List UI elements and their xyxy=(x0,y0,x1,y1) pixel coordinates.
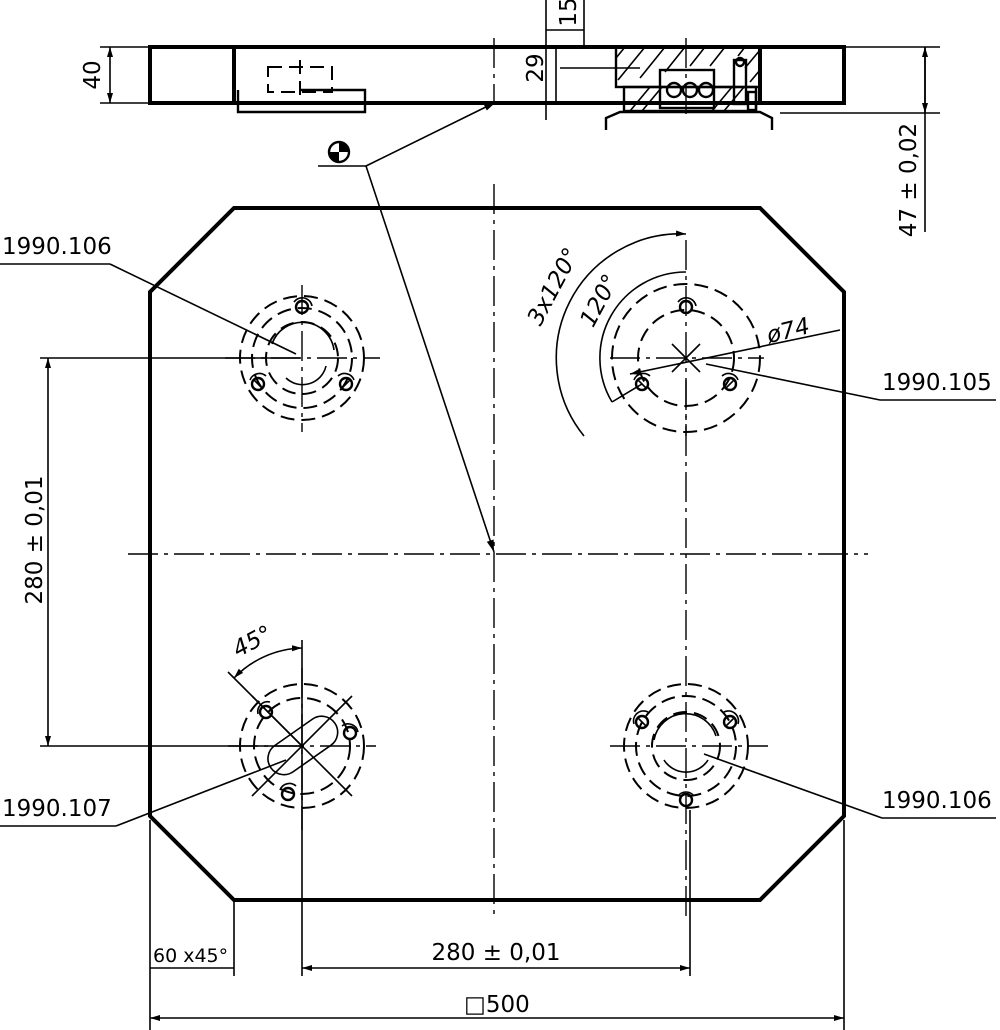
label-top-right: 1990.105 xyxy=(882,370,992,396)
fixture-top-right xyxy=(555,230,841,437)
dim-height-tol: 47 ± 0,02 xyxy=(896,123,922,237)
side-plate-outline xyxy=(148,45,846,105)
dim-overall xyxy=(149,820,845,1030)
dim-square-size-text: □500 xyxy=(464,992,530,1018)
leaders xyxy=(0,263,996,827)
diameter-text: ø74 xyxy=(763,313,812,349)
plate-outline xyxy=(148,206,846,902)
label-bottom-right: 1990.106 xyxy=(882,788,992,814)
angle-45-text: 45° xyxy=(229,621,277,663)
center-of-gravity-symbol xyxy=(318,101,497,553)
label-bottom-left: 1990.107 xyxy=(2,796,112,822)
dim-horizontal-spacing xyxy=(301,746,691,976)
dim-horizontal-spacing-text: 280 ± 0,01 xyxy=(431,940,560,966)
fixture-bottom-right xyxy=(610,683,768,809)
angle-single-text: 120° xyxy=(575,270,624,331)
dim-15: 15 xyxy=(556,0,582,27)
dim-vertical-spacing-text: 280 ± 0,01 xyxy=(22,475,48,604)
right-fixture-section xyxy=(604,45,774,130)
dim-29: 29 xyxy=(523,53,549,82)
left-fixture-hidden xyxy=(267,66,333,93)
dim-thickness: 40 xyxy=(80,60,106,89)
side-view: 40 15 29 47 ± 0,02 xyxy=(80,0,940,237)
label-top-left: 1990.106 xyxy=(2,234,112,260)
left-fixture-base xyxy=(236,88,367,114)
dim-chamfer-text: 60 x45° xyxy=(153,945,228,967)
dim-vertical-spacing xyxy=(40,357,300,747)
plan-view xyxy=(0,184,996,1030)
